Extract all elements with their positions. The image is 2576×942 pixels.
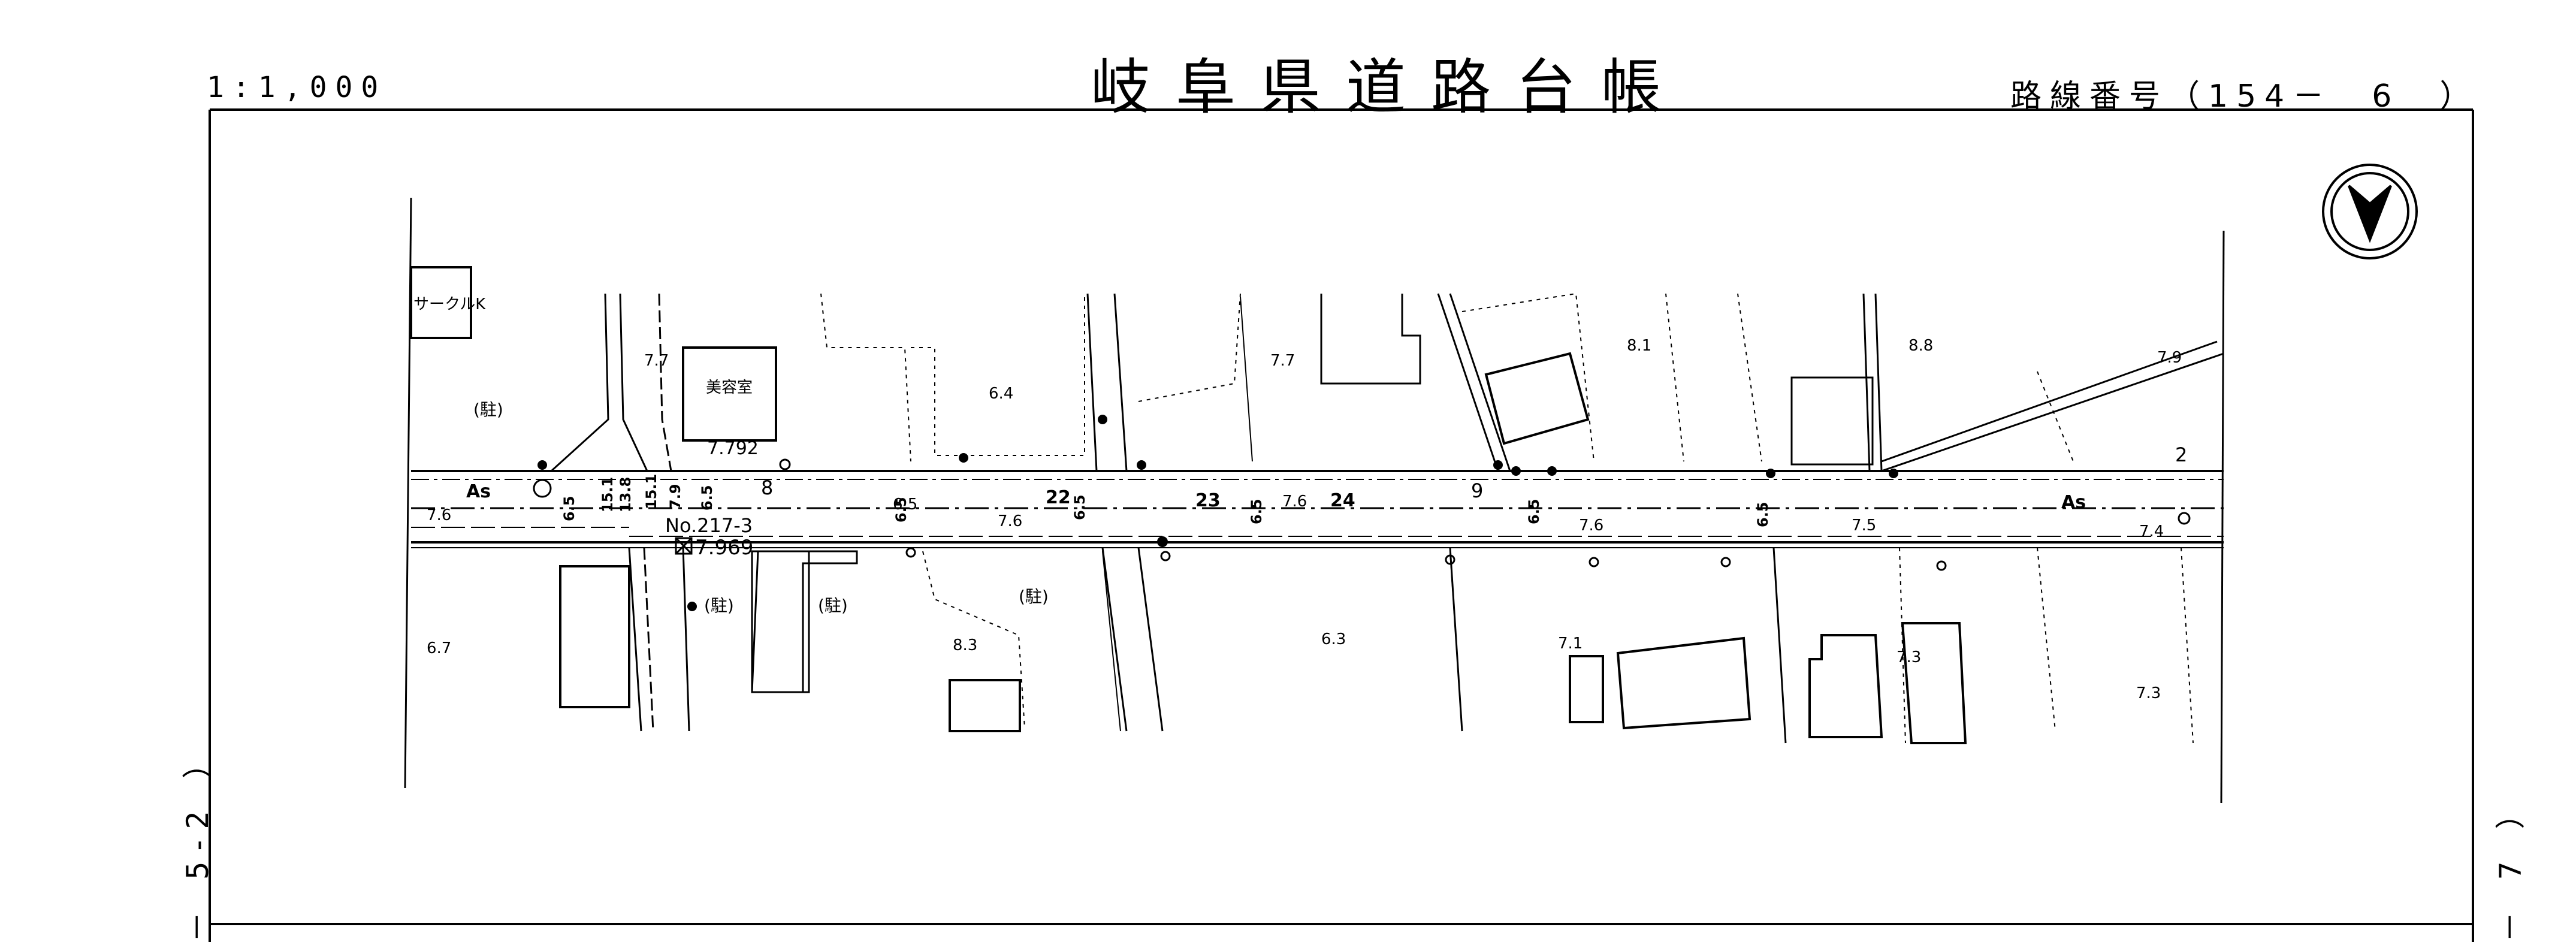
benchmark-number: No.217-3 xyxy=(665,514,753,537)
benchmark-elevation: 7.969 xyxy=(695,536,753,560)
benchmark-icon xyxy=(675,537,693,555)
elevation-point: 7.6 xyxy=(427,506,451,524)
station-number: 22 xyxy=(1046,487,1071,508)
utility-poles xyxy=(537,415,1898,611)
cross-streets xyxy=(550,293,2224,744)
width-label: 6.5 xyxy=(1526,499,1542,524)
buildings xyxy=(410,266,1967,744)
station-number: 24 xyxy=(1330,490,1355,511)
elevation-point: 7.7 xyxy=(1270,352,1295,370)
road-widths: 6.5 6.5 6.5 6.5 6.5 6.5 15.1 13.8 15.1 7… xyxy=(561,474,1771,527)
elevation-point: 6.3 xyxy=(1321,630,1346,648)
north-arrow-icon xyxy=(2322,164,2418,259)
elevation-point: 7.6 xyxy=(1282,493,1307,511)
elevation-point: 7.3 xyxy=(2136,684,2161,702)
hydrants xyxy=(533,458,2191,571)
sheet-frame xyxy=(209,108,2474,942)
elevation-point: 7.9 xyxy=(2157,349,2182,367)
building-beauty-salon: 美容室 xyxy=(706,379,753,397)
width-label: 6.5 xyxy=(561,496,578,521)
elevation-point: 7.6 xyxy=(1579,517,1603,535)
elevation-points: 6.7 7.7 6.4 7.7 8.1 8.8 7.9 7.6 7.6 7.6 … xyxy=(427,337,2182,702)
width-label: 6.5 xyxy=(1754,502,1771,527)
elevation-point: 7.4 xyxy=(2139,523,2164,541)
lot-lines xyxy=(820,292,2194,744)
elevation-point: 7.7 xyxy=(644,352,669,370)
surface-asphalt-label: As xyxy=(466,481,491,502)
elevation-point: 8.1 xyxy=(1627,337,1651,355)
station-number: 2 xyxy=(2175,443,2187,466)
width-label: 15.1 xyxy=(643,474,660,509)
elevation-point: 7.5 xyxy=(1852,517,1876,535)
elevation-point: 6.4 xyxy=(989,385,1013,403)
elevation-point: 7.1 xyxy=(1558,635,1583,653)
elevation-point: 6.7 xyxy=(427,639,451,657)
width-label: 6.5 xyxy=(893,497,910,523)
main-road xyxy=(411,470,2224,548)
surface-asphalt-label: As xyxy=(2061,492,2086,513)
embankments xyxy=(1102,296,1463,732)
width-label: 13.8 xyxy=(617,477,634,512)
width-label: 15.1 xyxy=(599,477,616,512)
parking-label: (駐) xyxy=(473,400,503,419)
station-number: 8 xyxy=(761,476,773,499)
parking-label: (駐) xyxy=(704,596,734,615)
elevation-point: 6.5 xyxy=(893,496,917,514)
width-label: 6.5 xyxy=(1248,499,1265,524)
width-label: 7.9 xyxy=(667,484,684,509)
elevation-point: 8.3 xyxy=(953,636,977,654)
width-label: 6.5 xyxy=(699,485,715,511)
elevation-point: 7.3 xyxy=(1896,648,1921,666)
elevation-point: 8.8 xyxy=(1908,337,1933,355)
map-scale: 1:1,000 xyxy=(207,71,387,104)
parking-label: (駐) xyxy=(1019,587,1049,606)
elevation-label: 7.792 xyxy=(707,438,759,459)
elevation-point: 7.6 xyxy=(998,512,1022,530)
width-label: 6.5 xyxy=(1071,494,1088,520)
building-circle-k: サークルK xyxy=(413,295,486,313)
station-number: 9 xyxy=(1471,479,1483,502)
station-number: 23 xyxy=(1195,490,1221,511)
parking-label: (駐) xyxy=(818,596,848,615)
